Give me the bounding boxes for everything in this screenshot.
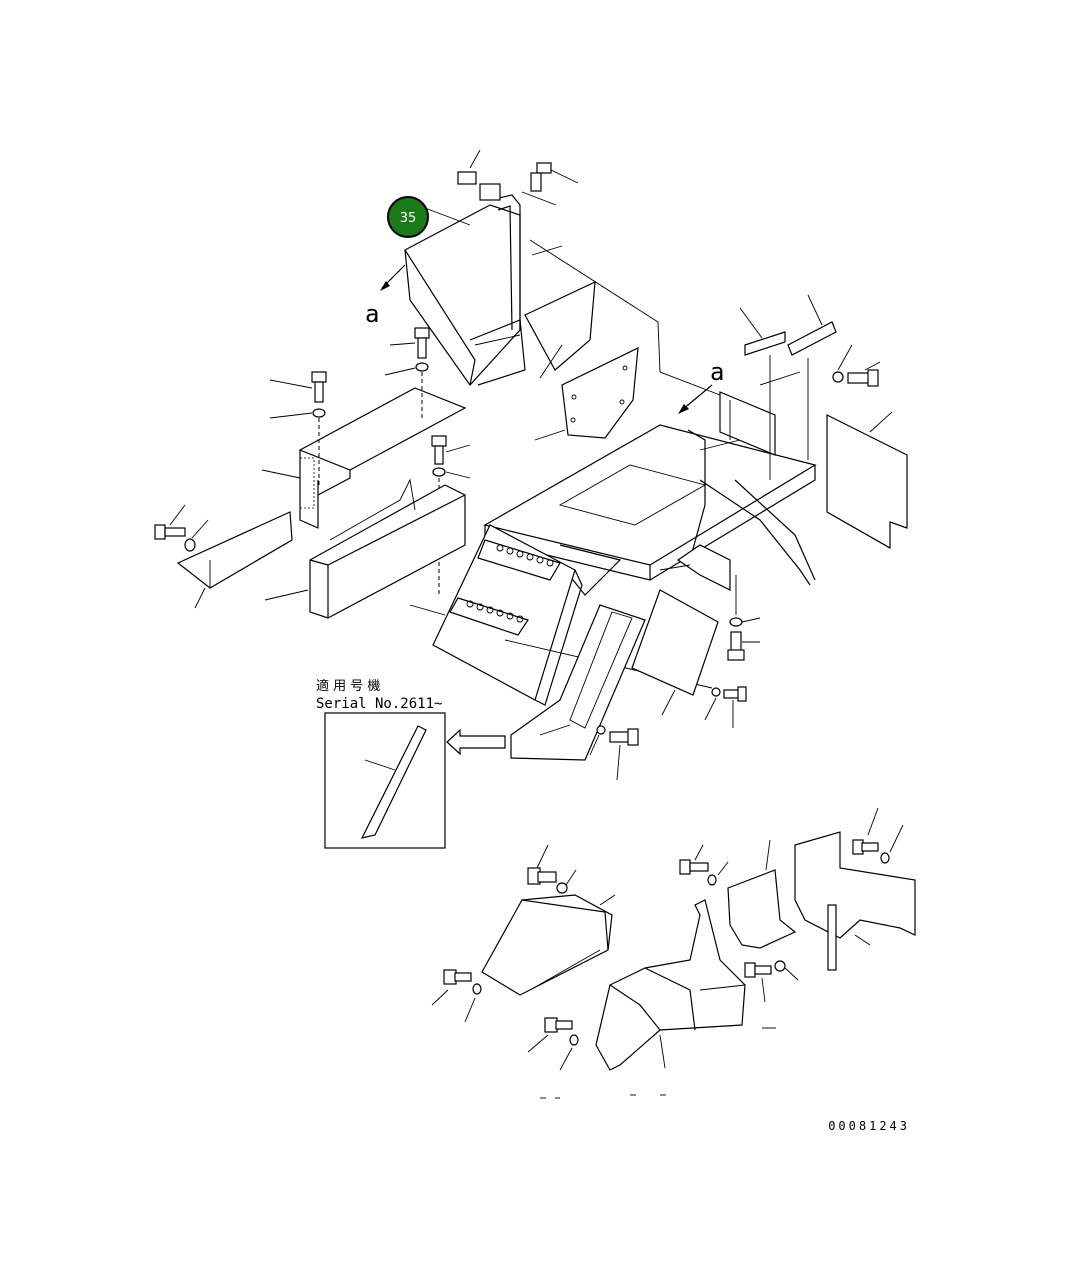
cover-plate-center — [631, 589, 719, 716]
view-arrow-a-right: a — [678, 358, 724, 414]
step-holes — [466, 544, 554, 623]
view-mark: a — [710, 358, 724, 386]
floor-panel-right — [826, 411, 908, 550]
callout-35[interactable]: 35 — [387, 196, 429, 238]
bottom-frame — [431, 899, 776, 1099]
bolt-washer-center — [704, 575, 761, 728]
callout-label: 35 — [400, 211, 417, 226]
view-mark: a — [365, 300, 379, 328]
detail-arrow — [446, 728, 506, 756]
cover-plate — [534, 346, 639, 441]
drawing-number: 00081243 — [828, 1119, 910, 1133]
handrail-bracket-assembly — [404, 171, 526, 386]
battery-cover — [261, 387, 467, 529]
bottom-chute — [481, 844, 616, 996]
serial-note-line1: 適 用 号 機 — [316, 678, 380, 694]
small-bracket — [659, 544, 731, 591]
main-frame — [483, 371, 817, 596]
bottom-right-panels — [679, 807, 916, 1003]
battery-box — [264, 478, 466, 619]
detail-box — [324, 712, 446, 849]
bolt-top — [469, 149, 579, 256]
step-ladder — [409, 524, 713, 706]
bracket-left — [154, 504, 293, 609]
serial-note-line2: Serial No.2611~ — [316, 696, 442, 712]
bolt-washer-right — [832, 344, 881, 387]
side-panel — [524, 281, 596, 379]
serial-note: 適 用 号 機 Serial No.2611~ — [316, 678, 442, 712]
view-arrow-a-left: a — [365, 264, 406, 328]
rubber-pads — [739, 294, 837, 480]
guard-plate — [510, 604, 646, 781]
